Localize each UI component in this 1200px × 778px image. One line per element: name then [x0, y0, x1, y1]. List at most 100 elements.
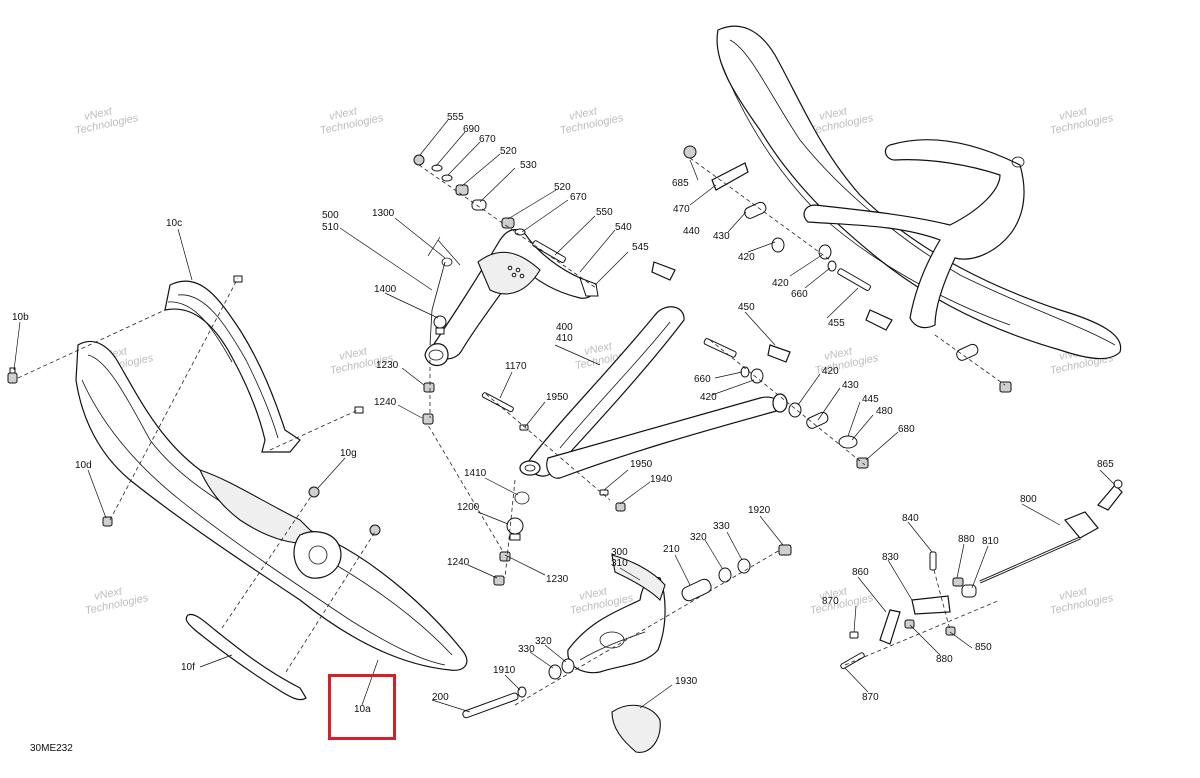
bolt-870a — [849, 631, 859, 639]
callout-520-a: 520 — [500, 146, 517, 157]
balljoint-540 — [579, 277, 599, 297]
hardware-670 — [441, 174, 453, 182]
watermark: vNext Technologies — [559, 105, 625, 137]
assembly-lines-right — [689, 157, 1006, 466]
watermark-line-1: vNext — [1058, 105, 1089, 123]
bracket-480 — [865, 309, 893, 331]
callout-420-b: 420 — [772, 278, 789, 289]
assembly-lines-steering — [844, 569, 1001, 666]
bracket-470 — [711, 162, 749, 191]
leader-lines — [13, 119, 1116, 713]
callout-300: 300 — [611, 547, 628, 558]
watermark-line-1: vNext — [328, 105, 359, 123]
callout-530: 530 — [520, 160, 537, 171]
spacer-430b — [806, 411, 829, 429]
assembly-lines-left — [17, 277, 506, 673]
callout-200: 200 — [432, 692, 449, 703]
spacer-430a — [744, 201, 767, 219]
callout-880-top: 880 — [958, 534, 975, 545]
watermark-line-1: vNext — [818, 105, 849, 123]
pin-1950b — [599, 489, 609, 496]
callout-10d: 10d — [75, 460, 92, 471]
callout-1230-top: 1230 — [376, 360, 399, 371]
callout-1930: 1930 — [675, 676, 698, 687]
ring-1300 — [441, 257, 453, 267]
callout-660-a: 660 — [791, 289, 808, 300]
callout-1410: 1410 — [464, 468, 487, 479]
ski-body-10a — [75, 340, 468, 671]
spacer-right-low — [956, 343, 979, 361]
callout-455: 455 — [828, 318, 845, 329]
washer-660a — [827, 260, 837, 272]
watermark-line-1: vNext — [83, 105, 114, 123]
bushing-520 — [455, 184, 469, 196]
ski-handle-10c — [164, 280, 301, 453]
callout-1240-top: 1240 — [374, 397, 397, 408]
watermark-line-1: vNext — [338, 345, 369, 363]
assembly-lines-lower-arm — [485, 393, 611, 579]
callout-1950-a: 1950 — [546, 392, 569, 403]
callout-480: 480 — [876, 406, 893, 417]
callout-1300: 1300 — [372, 208, 395, 219]
ring-1410 — [514, 491, 530, 505]
callout-330-left: 330 — [518, 644, 535, 655]
callout-540: 540 — [615, 222, 632, 233]
bushing-420d — [788, 402, 802, 418]
assembly-lines-upper-arm — [418, 164, 597, 418]
callout-labels: 10b 10c 10d 10f 10g 10a 500 510 1300 140… — [12, 112, 1114, 715]
callout-860: 860 — [852, 567, 869, 578]
bushing-420a — [771, 237, 785, 253]
watermark: vNext Technologies — [84, 585, 150, 617]
bolt-1170 — [481, 392, 514, 413]
callout-420-c: 420 — [700, 392, 717, 403]
callout-545: 545 — [632, 242, 649, 253]
nut-1240-top — [422, 413, 434, 425]
nut-10g — [308, 486, 381, 536]
callout-1910: 1910 — [493, 665, 516, 676]
callout-470: 470 — [673, 204, 690, 215]
callout-500: 500 — [322, 210, 339, 221]
figure-id: 30ME232 — [30, 743, 73, 754]
callout-550: 550 — [596, 207, 613, 218]
washer-330-left — [548, 664, 562, 680]
lower-a-arm-400 — [519, 306, 788, 479]
callout-865: 865 — [1097, 459, 1114, 470]
callout-690: 690 — [463, 124, 480, 135]
callout-1200: 1200 — [457, 502, 480, 513]
callout-850: 850 — [975, 642, 992, 653]
link-860 — [879, 609, 901, 645]
balljoint-1400 — [433, 315, 447, 335]
assembly-lines-spindle — [514, 549, 781, 706]
watermark-line-1: vNext — [1058, 585, 1089, 603]
callout-1230-bot: 1230 — [546, 574, 569, 585]
washer-330-right — [737, 558, 751, 574]
callout-680: 680 — [898, 424, 915, 435]
ski-runner-10f — [185, 613, 307, 701]
callout-1400: 1400 — [374, 284, 397, 295]
nut-1920 — [778, 544, 792, 556]
nut-1240-bot — [493, 575, 505, 586]
callout-880-bot: 880 — [936, 654, 953, 665]
callout-310: 310 — [611, 558, 628, 569]
watermark: vNext Technologies — [319, 105, 385, 137]
callout-800: 800 — [1020, 494, 1037, 505]
upper-a-arm-500 — [424, 229, 595, 367]
callout-1950-b: 1950 — [630, 459, 653, 470]
callout-870-bot: 870 — [862, 692, 879, 703]
callout-320-left: 320 — [535, 636, 552, 647]
hardware-685 — [683, 145, 697, 159]
callout-330-right: 330 — [713, 521, 730, 532]
sleeve-530 — [471, 199, 487, 211]
watermark-line-1: vNext — [578, 585, 609, 603]
spacer-210 — [681, 578, 712, 602]
nut-right-low — [999, 381, 1012, 393]
washer-1910 — [517, 686, 527, 698]
callout-1240-bot: 1240 — [447, 557, 470, 568]
callout-1940: 1940 — [650, 474, 673, 485]
bracket-440 — [651, 261, 676, 281]
callout-10c: 10c — [166, 218, 182, 229]
hardware-690 — [431, 164, 443, 172]
bolt-455 — [837, 268, 871, 291]
callout-810: 810 — [982, 536, 999, 547]
bolt-840 — [929, 551, 937, 571]
